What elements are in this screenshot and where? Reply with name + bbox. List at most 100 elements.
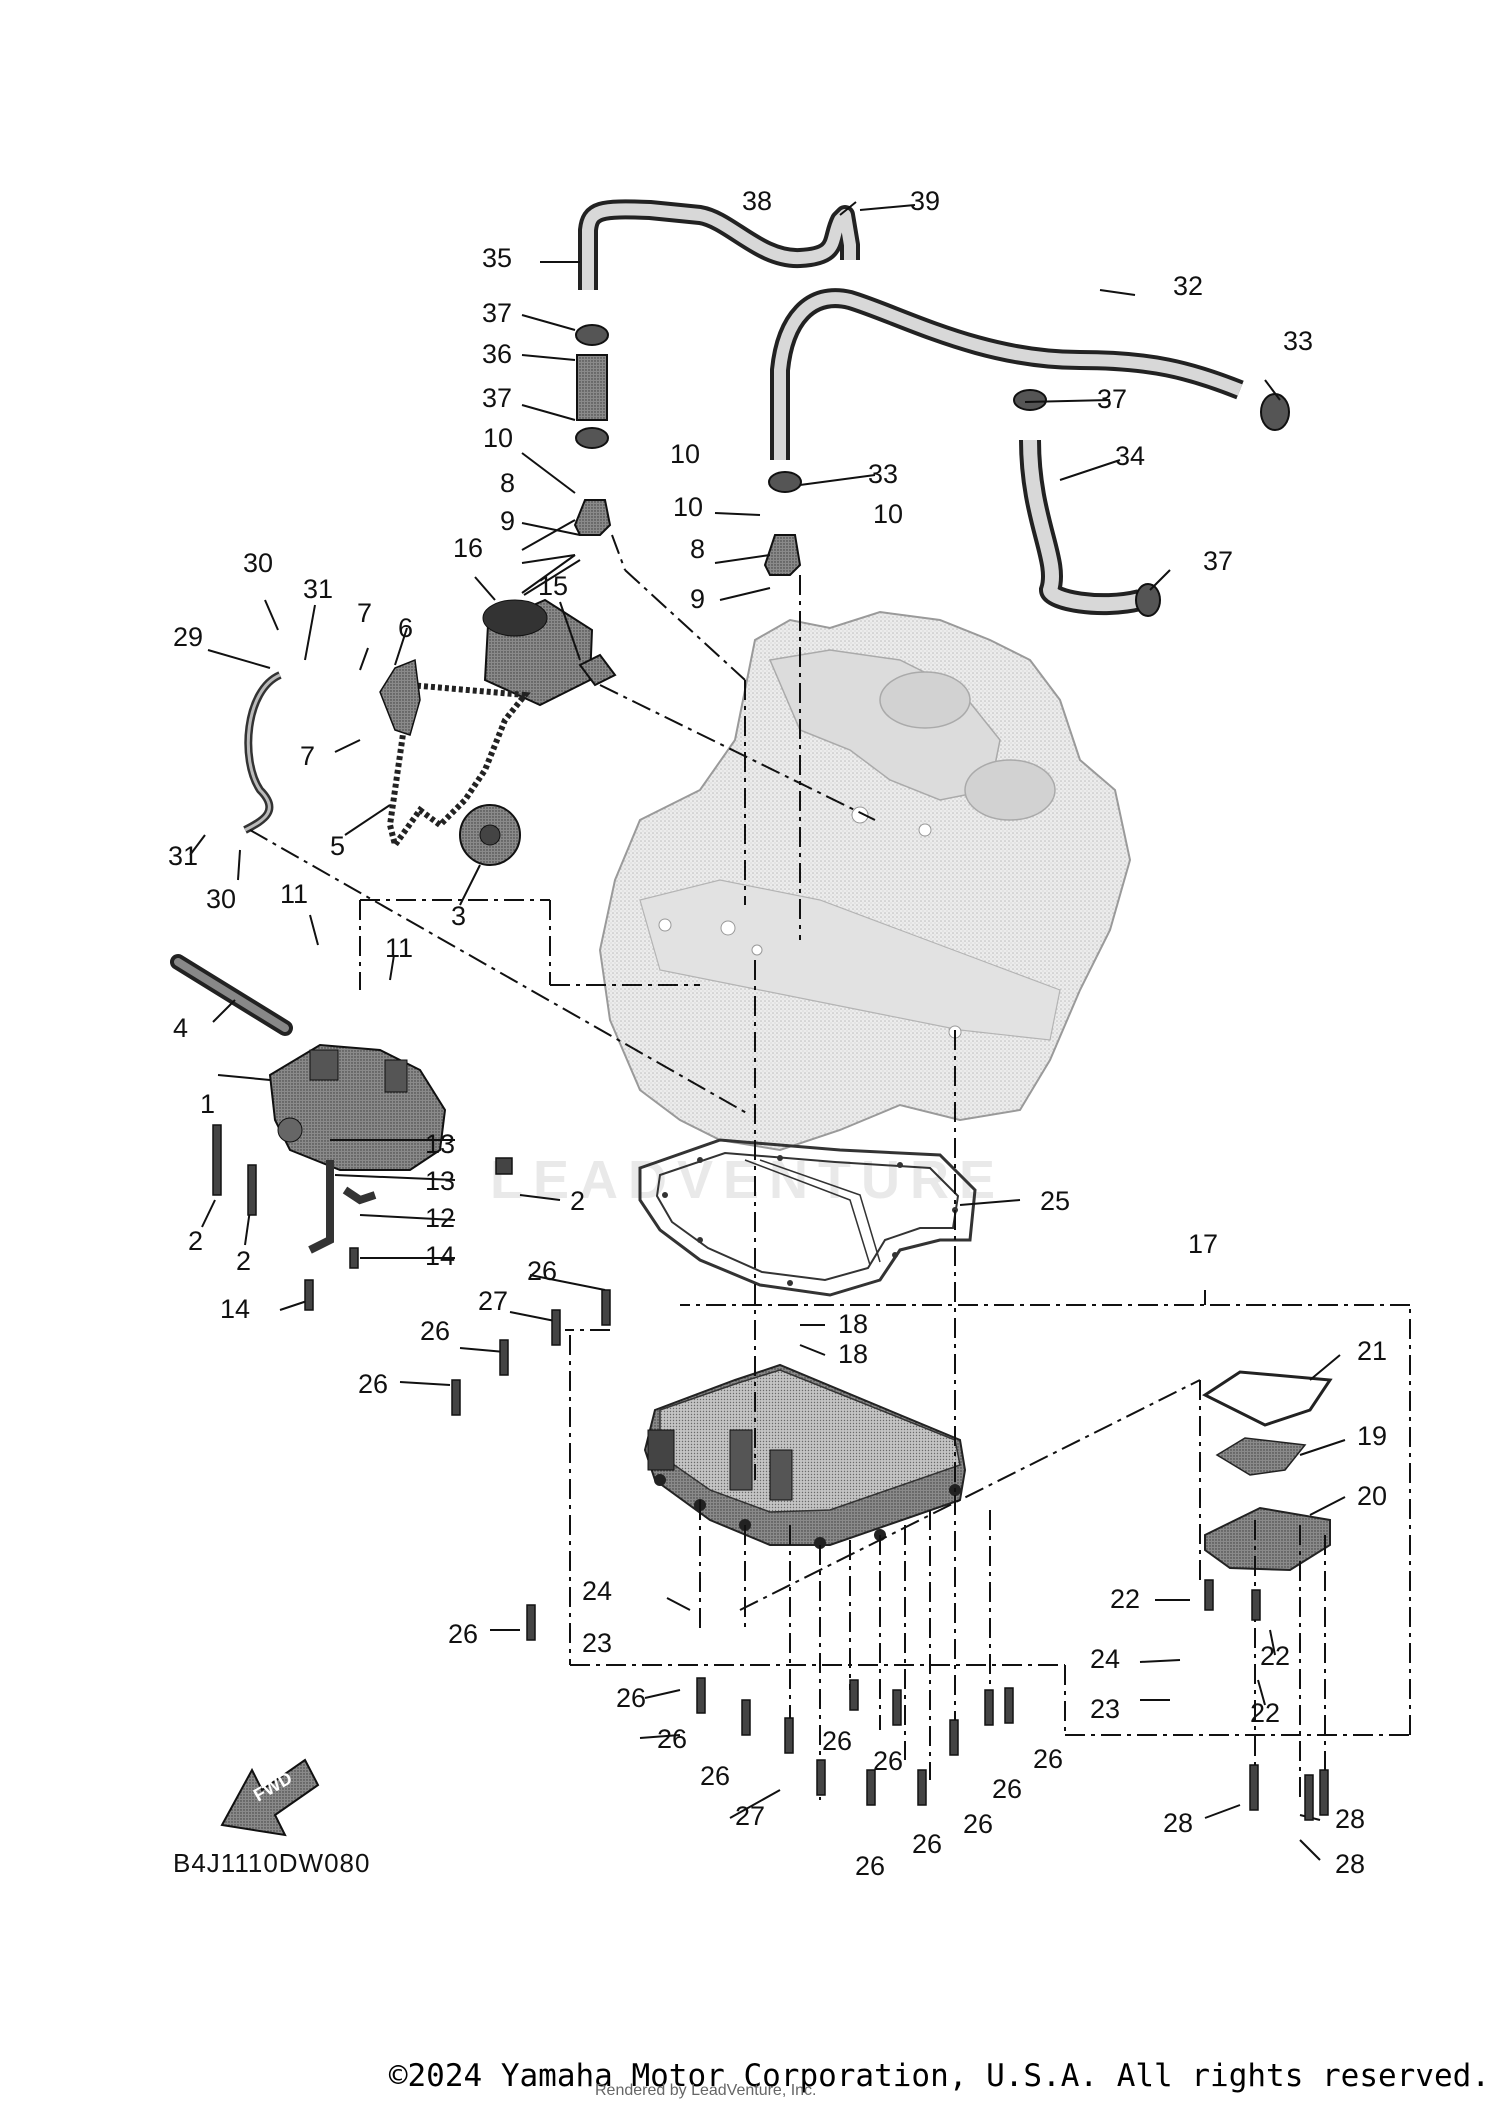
copyright-notice: ©2024 Yamaha Motor Corporation, U.S.A. A… xyxy=(388,2058,1490,2094)
callout-26: 26 xyxy=(358,1369,388,1399)
callout-10: 10 xyxy=(670,439,700,469)
callout-26: 26 xyxy=(527,1256,557,1286)
callout-1: 1 xyxy=(200,1089,215,1119)
callout-10: 10 xyxy=(873,499,903,529)
callout-26: 26 xyxy=(448,1619,478,1649)
callout-28: 28 xyxy=(1335,1849,1365,1879)
callout-37: 37 xyxy=(482,298,512,328)
callout-34: 34 xyxy=(1115,441,1145,471)
diagram-code: B4J1110DW080 xyxy=(173,1848,370,1878)
callout-28: 28 xyxy=(1163,1808,1193,1838)
drive-chain xyxy=(386,681,531,853)
callout-31: 31 xyxy=(168,841,198,871)
callout-37: 37 xyxy=(1203,546,1233,576)
callout-37: 37 xyxy=(482,383,512,413)
callout-4: 4 xyxy=(173,1013,188,1043)
callout-23: 23 xyxy=(1090,1694,1120,1724)
callout-26: 26 xyxy=(855,1851,885,1881)
callout-26: 26 xyxy=(822,1726,852,1756)
bolts xyxy=(212,1124,1329,1821)
fwd-arrow: FWD xyxy=(220,1758,320,1837)
oil-pressure-switch xyxy=(578,653,617,687)
hose-34 xyxy=(1019,439,1143,616)
callout-39: 39 xyxy=(910,186,940,216)
oil-pump xyxy=(268,1043,447,1171)
callout-33: 33 xyxy=(868,459,898,489)
callout-27: 27 xyxy=(478,1286,508,1316)
callout-7: 7 xyxy=(300,741,315,771)
callout-12: 12 xyxy=(425,1203,455,1233)
oil-pan xyxy=(643,1363,967,1549)
callout-30: 30 xyxy=(243,548,273,578)
watermark-logo: LEADVENTURE xyxy=(490,1150,1005,1210)
callout-2: 2 xyxy=(188,1226,203,1256)
callout-21: 21 xyxy=(1357,1336,1387,1366)
callout-26: 26 xyxy=(992,1774,1022,1804)
callout-9: 9 xyxy=(500,506,515,536)
crankcase xyxy=(598,610,1132,1152)
leader-lines xyxy=(189,201,1346,1861)
drive-sprocket xyxy=(459,804,521,866)
callout-26: 26 xyxy=(963,1809,993,1839)
callout-11: 11 xyxy=(280,879,308,909)
callout-11: 11 xyxy=(385,933,413,963)
callout-32: 32 xyxy=(1173,271,1203,301)
callout-6: 6 xyxy=(398,613,413,643)
hose-32 xyxy=(770,288,1244,460)
callout-24: 24 xyxy=(1090,1644,1120,1674)
callout-23: 23 xyxy=(582,1628,612,1658)
crankcase-gasket xyxy=(638,1138,977,1297)
callout-14: 14 xyxy=(220,1294,250,1324)
callout-26: 26 xyxy=(700,1761,730,1791)
callout-8: 8 xyxy=(500,468,515,498)
callout-33: 33 xyxy=(1283,326,1313,356)
callout-38: 38 xyxy=(742,186,772,216)
callout-19: 19 xyxy=(1357,1421,1387,1451)
callout-20: 20 xyxy=(1357,1481,1387,1511)
callout-26: 26 xyxy=(420,1316,450,1346)
callout-28: 28 xyxy=(1335,1804,1365,1834)
callout-29: 29 xyxy=(173,622,203,652)
callout-7: 7 xyxy=(357,598,372,628)
callout-16: 16 xyxy=(453,533,483,563)
callout-18: 18 xyxy=(838,1339,868,1369)
callout-30: 30 xyxy=(206,884,236,914)
hose-clamps xyxy=(575,324,1290,617)
hose-35 xyxy=(578,199,860,290)
callout-10: 10 xyxy=(673,492,703,522)
callout-5: 5 xyxy=(330,831,345,861)
oil-pump-shaft xyxy=(170,954,293,1036)
callout-13: 13 xyxy=(425,1166,455,1196)
breather-hose xyxy=(243,671,282,834)
oil-filter xyxy=(482,598,594,707)
callout-26: 26 xyxy=(873,1746,903,1776)
chain-guide xyxy=(379,658,421,736)
reference-lines xyxy=(249,534,1411,1800)
callout-14: 14 xyxy=(425,1241,455,1271)
callout-2: 2 xyxy=(236,1246,251,1276)
callout-13: 13 xyxy=(425,1129,455,1159)
callout-17: 17 xyxy=(1188,1229,1218,1259)
callout-37: 37 xyxy=(1097,384,1127,414)
callout-15: 15 xyxy=(538,571,568,601)
callout-10: 10 xyxy=(483,423,513,453)
hose-36 xyxy=(576,354,608,421)
strainer-assembly xyxy=(1201,1370,1333,1572)
callout-36: 36 xyxy=(482,339,512,369)
callout-8: 8 xyxy=(690,534,705,564)
callout-9: 9 xyxy=(690,584,705,614)
callout-25: 25 xyxy=(1040,1186,1070,1216)
callout-31: 31 xyxy=(303,574,333,604)
callouts: 1 2 2 2 3 4 5 6 7 7 8 8 9 9 10 10 10 10 … xyxy=(168,186,1387,1881)
rendered-by-text: Rendered by LeadVenture, Inc. xyxy=(595,2082,817,2099)
callout-35: 35 xyxy=(482,243,512,273)
callout-22: 22 xyxy=(1110,1584,1140,1614)
oil-pipe xyxy=(308,1160,377,1254)
callout-26: 26 xyxy=(912,1829,942,1859)
callout-26: 26 xyxy=(657,1724,687,1754)
callout-26: 26 xyxy=(616,1683,646,1713)
callout-18: 18 xyxy=(838,1309,868,1339)
callout-26: 26 xyxy=(1033,1744,1063,1774)
callout-22: 22 xyxy=(1250,1698,1280,1728)
callout-2: 2 xyxy=(570,1186,585,1216)
